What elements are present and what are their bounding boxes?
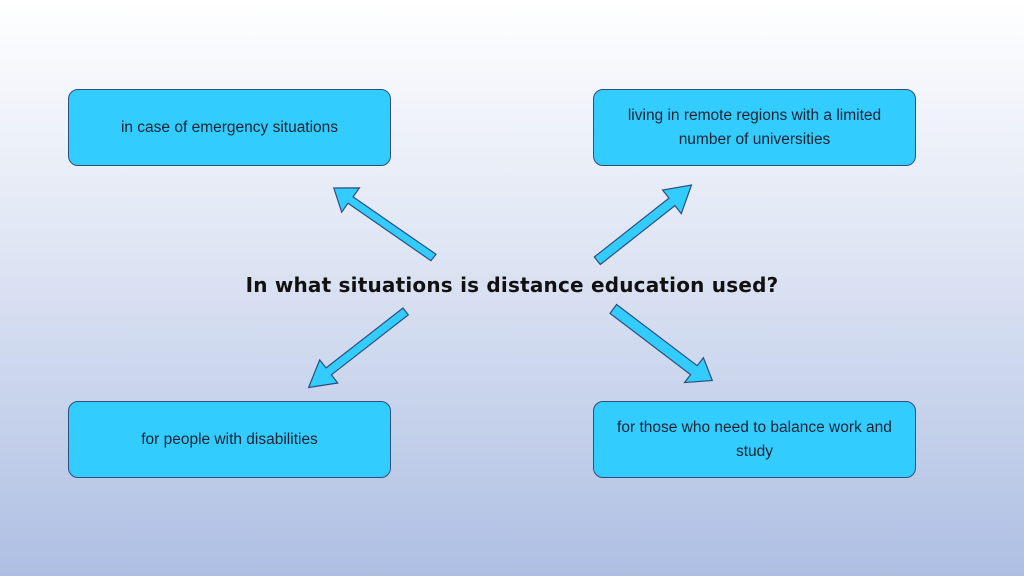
situation-text: in case of emergency situations	[120, 118, 339, 136]
situation-box-remote-regions: living in remote regions with a limited …	[593, 89, 916, 166]
diagram-title: In what situations is distance education…	[245, 273, 779, 297]
situation-text: for those who need to balance work and s…	[617, 418, 892, 460]
arrow-down-left	[307, 307, 410, 389]
situation-text: living in remote regions with a limited …	[627, 106, 882, 148]
arrow-up-left	[332, 187, 437, 262]
situation-text: for people with disabilities	[141, 430, 318, 448]
situation-box-work-study: for those who need to balance work and s…	[593, 401, 916, 478]
situation-box-disabilities: for people with disabilities	[68, 401, 391, 478]
situation-box-emergency: in case of emergency situations	[68, 89, 391, 166]
arrow-down-right	[609, 303, 714, 384]
arrow-up-right	[593, 184, 693, 266]
